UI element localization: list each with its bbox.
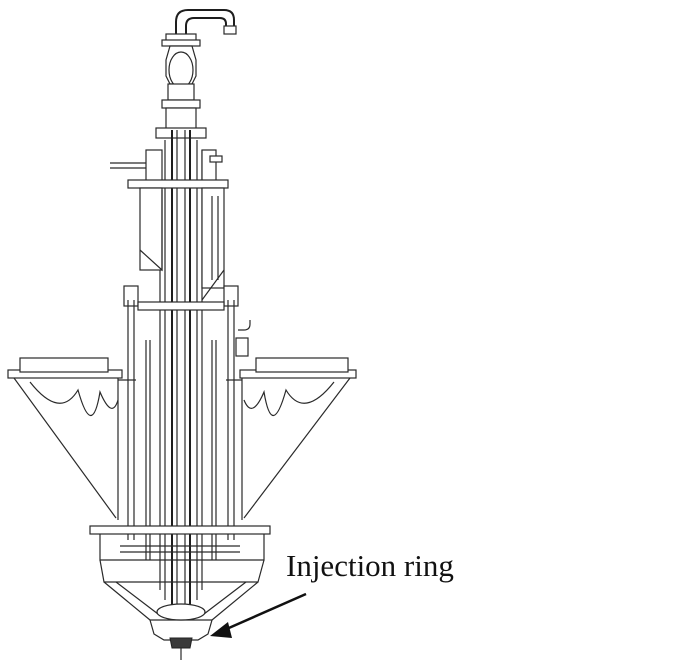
- callout-arrow: [210, 592, 307, 638]
- injection-ring-label: Injection ring: [286, 548, 454, 583]
- lower-collar: [89, 525, 271, 621]
- top-gooseneck-pipe: [175, 9, 237, 40]
- hopper-cone: [7, 357, 357, 520]
- middle-frame: [123, 285, 251, 560]
- upper-valve-assembly: [155, 33, 207, 139]
- upper-housing: [110, 149, 229, 301]
- injection-ring: [149, 603, 213, 660]
